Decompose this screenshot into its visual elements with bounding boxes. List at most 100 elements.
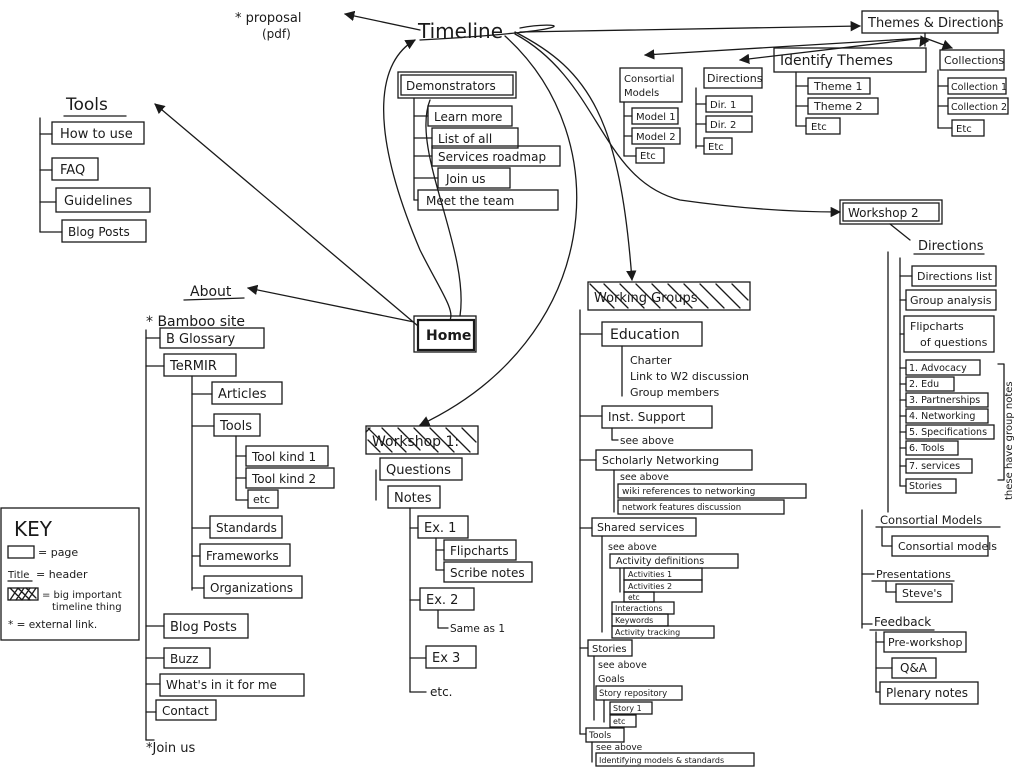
model-2-box[interactable] — [631, 127, 681, 145]
about-tools-box[interactable] — [213, 413, 261, 437]
dir-etc-box[interactable] — [703, 137, 733, 155]
advocacy-box[interactable] — [905, 359, 981, 376]
story-repository-box[interactable] — [595, 685, 683, 701]
activities-2-box[interactable] — [623, 579, 703, 593]
termir-box[interactable] — [163, 353, 237, 377]
buzz-box[interactable] — [163, 647, 211, 669]
plenary-notes-box[interactable] — [879, 681, 979, 705]
dir-1-box[interactable] — [705, 95, 753, 113]
faq-label: FAQ — [60, 163, 85, 178]
demonstrators-box-inner — [400, 74, 514, 96]
w2-tools-box[interactable] — [905, 440, 959, 456]
w2-stories-box[interactable] — [905, 478, 957, 494]
flipcharts-box[interactable] — [443, 539, 517, 561]
ex3-box[interactable] — [425, 645, 477, 669]
workshop1-box[interactable] — [365, 425, 479, 455]
education-box[interactable] — [601, 321, 703, 347]
collection-etc-box[interactable] — [951, 119, 985, 137]
story-etc-box[interactable] — [609, 714, 637, 728]
tool-kind-2-box[interactable] — [245, 467, 335, 489]
themes-directions-label: Themes & Directions — [867, 16, 1004, 31]
about-etc-label: etc — [253, 493, 270, 506]
consortial-models-item-label: Consortial models — [898, 540, 997, 553]
standards-box[interactable] — [209, 515, 283, 539]
list-of-all-box[interactable] — [431, 127, 519, 149]
services-roadmap-box[interactable] — [431, 145, 561, 167]
faq-box[interactable] — [51, 157, 99, 181]
specifications-label: 5. Specifications — [909, 427, 987, 438]
directions-box[interactable] — [703, 67, 763, 89]
about-etc-box[interactable] — [247, 489, 279, 509]
consortial-models-box[interactable] — [619, 67, 683, 103]
stories-box[interactable] — [587, 639, 633, 657]
join-us-demo-box[interactable] — [437, 167, 511, 189]
about-section: About * Bamboo site B Glossary TeRMIR Ar… — [145, 284, 335, 756]
ex2-box[interactable] — [419, 587, 475, 611]
glossary-box[interactable] — [159, 327, 265, 349]
key-legend: KEY = page Title = header = big importan… — [0, 507, 140, 641]
notes-box[interactable] — [387, 485, 441, 509]
proposal-link[interactable]: * proposal — [235, 11, 301, 26]
story-1-box[interactable] — [609, 701, 653, 715]
partnerships-box[interactable] — [905, 392, 989, 408]
whats-in-it-box[interactable] — [159, 673, 305, 697]
networking-box[interactable] — [905, 408, 989, 424]
pre-workshop-box[interactable] — [883, 631, 967, 653]
identifying-models-box[interactable] — [595, 752, 755, 767]
ex1-box[interactable] — [417, 515, 469, 539]
group-analysis-box[interactable] — [905, 289, 997, 311]
consortial-models-branch — [881, 527, 893, 547]
blog-posts-box[interactable] — [163, 613, 249, 639]
home-label: Home — [426, 328, 471, 344]
theme-etc-box[interactable] — [805, 117, 841, 135]
contact-label: Contact — [162, 704, 209, 718]
theme-1-box[interactable] — [807, 77, 871, 95]
how-to-use-box[interactable] — [51, 121, 145, 145]
wiki-refs-box[interactable] — [617, 483, 807, 499]
theme-2-box[interactable] — [807, 97, 879, 115]
tool-kind-1-box[interactable] — [245, 445, 329, 467]
consortial-models-item-box[interactable] — [891, 535, 989, 557]
home-box[interactable] — [416, 318, 476, 352]
meet-the-team-box[interactable] — [417, 189, 559, 211]
frameworks-box[interactable] — [199, 543, 291, 567]
shared-services-box[interactable] — [591, 517, 697, 537]
wg-tools-box[interactable] — [585, 727, 625, 743]
learn-more-box[interactable] — [427, 105, 513, 127]
collections-box[interactable] — [939, 49, 1005, 71]
join-us-demo-label: Join us — [445, 172, 486, 186]
qa-box[interactable] — [891, 657, 937, 679]
contact-box[interactable] — [155, 699, 217, 721]
steves-box[interactable] — [895, 583, 953, 603]
working-groups-box[interactable] — [587, 281, 751, 311]
demonstrators-box[interactable] — [397, 71, 517, 99]
collection-1-box[interactable] — [947, 77, 1007, 95]
flipcharts-questions-box[interactable] — [903, 315, 995, 353]
activity-tracking-label: Activity tracking — [615, 628, 680, 637]
scribe-notes-box[interactable] — [443, 561, 533, 583]
charter-label: Charter — [630, 354, 672, 367]
network-features-box[interactable] — [617, 499, 785, 515]
collection-2-box[interactable] — [947, 97, 1009, 115]
working-groups-header: Working Groups — [594, 291, 698, 306]
directions-list-box[interactable] — [911, 265, 997, 287]
questions-box[interactable] — [379, 457, 463, 481]
scholarly-networking-box[interactable] — [595, 449, 753, 471]
identify-themes-box[interactable] — [773, 47, 927, 73]
join-us-link[interactable]: *Join us — [146, 741, 196, 756]
specifications-box[interactable] — [905, 424, 995, 440]
blog-posts-tools-box[interactable] — [61, 219, 147, 243]
model-1-box[interactable] — [631, 107, 679, 125]
organizations-box[interactable] — [203, 575, 303, 599]
dir-2-box[interactable] — [705, 115, 753, 133]
story-repository-label: Story repository — [599, 689, 667, 699]
edu-box[interactable] — [905, 376, 955, 392]
articles-box[interactable] — [211, 381, 283, 405]
inst-support-box[interactable] — [601, 405, 713, 429]
themes-directions-box[interactable] — [861, 10, 999, 34]
model-etc-box[interactable] — [635, 147, 665, 164]
bamboo-site-link[interactable]: * Bamboo site — [146, 314, 245, 330]
guidelines-box[interactable] — [55, 187, 151, 213]
activity-tracking-box[interactable] — [611, 625, 715, 639]
services-box[interactable] — [905, 458, 973, 474]
